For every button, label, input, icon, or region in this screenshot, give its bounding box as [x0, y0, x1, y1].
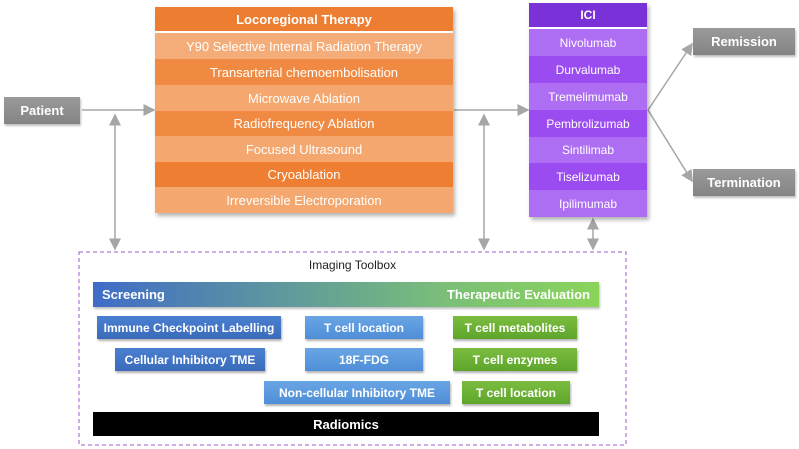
- therapy-item: Microwave Ablation: [155, 85, 453, 111]
- noncellular-inhibitory-tme-box: Non-cellular Inhibitory TME: [264, 381, 450, 404]
- tcell-metabolites-box: T cell metabolites: [453, 316, 577, 339]
- patient-box: Patient: [4, 97, 80, 124]
- therapy-item: Focused Ultrasound: [155, 136, 453, 162]
- patient-label: Patient: [20, 103, 64, 118]
- remission-box: Remission: [693, 28, 795, 55]
- tcell-location-blue-box: T cell location: [305, 316, 423, 339]
- toolbox-title: Imaging Toolbox: [308, 258, 397, 272]
- ici-panel: ICI Nivolumab Durvalumab Tremelimumab Pe…: [529, 3, 647, 217]
- locoregional-header: Locoregional Therapy: [155, 7, 453, 32]
- ici-header: ICI: [529, 3, 647, 28]
- radiomics-bar: Radiomics: [93, 412, 599, 436]
- screening-label: Screening: [102, 287, 165, 302]
- therapy-item: Transarterial chemoembolisation: [155, 59, 453, 85]
- fdg-box: 18F-FDG: [305, 348, 423, 371]
- ici-drug-item: Nivolumab: [529, 29, 647, 56]
- tcell-location-green-box: T cell location: [462, 381, 570, 404]
- ici-drug-item: Sintilimab: [529, 137, 647, 163]
- ici-drug-item: Durvalumab: [529, 56, 647, 83]
- therapy-item: Radiofrequency Ablation: [155, 111, 453, 136]
- therapy-item: Cryoablation: [155, 162, 453, 187]
- immune-checkpoint-labelling-box: Immune Checkpoint Labelling: [97, 316, 281, 339]
- locoregional-therapy-panel: Locoregional Therapy Y90 Selective Inter…: [155, 7, 453, 213]
- ici-drug-item: Tremelimumab: [529, 83, 647, 110]
- therapy-item: Y90 Selective Internal Radiation Therapy: [155, 33, 453, 59]
- termination-box: Termination: [693, 169, 795, 196]
- screening-evaluation-gradient-bar: Screening Therapeutic Evaluation: [93, 282, 599, 307]
- toolbox-border: [78, 251, 627, 446]
- therapeutic-evaluation-label: Therapeutic Evaluation: [446, 287, 590, 302]
- ici-drug-item: Tiselizumab: [529, 163, 647, 190]
- therapy-item: Irreversible Electroporation: [155, 187, 453, 213]
- arrow-ici-to-remission: [647, 42, 693, 111]
- ici-drug-item: Ipilimumab: [529, 190, 647, 217]
- arrow-ici-to-termination: [647, 109, 693, 183]
- ici-drug-item: Pembrolizumab: [529, 110, 647, 137]
- cellular-inhibitory-tme-box: Cellular Inhibitory TME: [115, 348, 265, 371]
- tcell-enzymes-box: T cell enzymes: [453, 348, 577, 371]
